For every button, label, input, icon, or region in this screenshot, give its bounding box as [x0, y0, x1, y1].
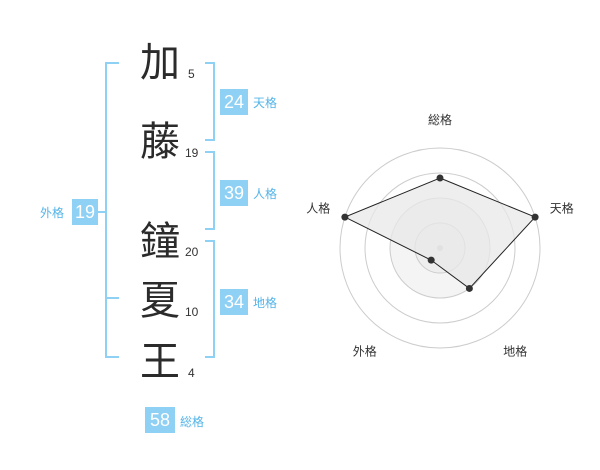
- radar-axis-label-4: 外格: [353, 344, 377, 359]
- radar-axis-label-1: 総格: [428, 112, 452, 127]
- jinkaku-bracket: [205, 151, 215, 230]
- tenkaku-label: 天格: [253, 96, 278, 110]
- chikaku-label: 地格: [253, 296, 278, 310]
- chikaku-badge: 34: [220, 289, 248, 315]
- gaikaku-label: 外格: [40, 206, 65, 220]
- jinkaku-label: 人格: [253, 187, 278, 201]
- radar-axis-label-2: 天格: [550, 200, 574, 215]
- stroke-count-2: 19: [185, 146, 199, 160]
- stroke-count-1: 5: [188, 67, 195, 81]
- stroke-count-5: 4: [188, 366, 195, 380]
- stroke-count-4: 10: [185, 305, 199, 319]
- chikaku-bracket: [205, 240, 215, 358]
- tenkaku-badge: 24: [220, 89, 248, 115]
- radar-axis-label-5: 人格: [306, 200, 330, 215]
- name-char-5: 王: [140, 339, 180, 385]
- name-char-1: 加: [140, 40, 180, 86]
- radar-axis-label-3: 地格: [503, 344, 527, 359]
- tenkaku-bracket: [205, 62, 215, 141]
- jinkaku-badge: 39: [220, 180, 248, 206]
- radar-point-3: [465, 284, 473, 292]
- name-char-2: 藤: [140, 119, 180, 165]
- radar-point-5: [341, 213, 349, 221]
- soukaku-badge: 58: [145, 407, 175, 433]
- radar-point-1: [436, 174, 444, 182]
- name-char-3: 鐘: [140, 219, 180, 265]
- stroke-count-3: 20: [185, 245, 199, 259]
- radar-point-4: [427, 256, 435, 264]
- radar-point-2: [531, 213, 539, 221]
- gaikaku-connector: [96, 211, 106, 213]
- gaikaku-badge: 19: [72, 199, 98, 225]
- gaikaku-bracket-divider: [105, 297, 119, 299]
- soukaku-label: 総格: [180, 415, 205, 429]
- gaikaku-bracket: [105, 62, 119, 358]
- name-char-4: 夏: [140, 278, 180, 324]
- radar-data-polygon: [343, 177, 536, 290]
